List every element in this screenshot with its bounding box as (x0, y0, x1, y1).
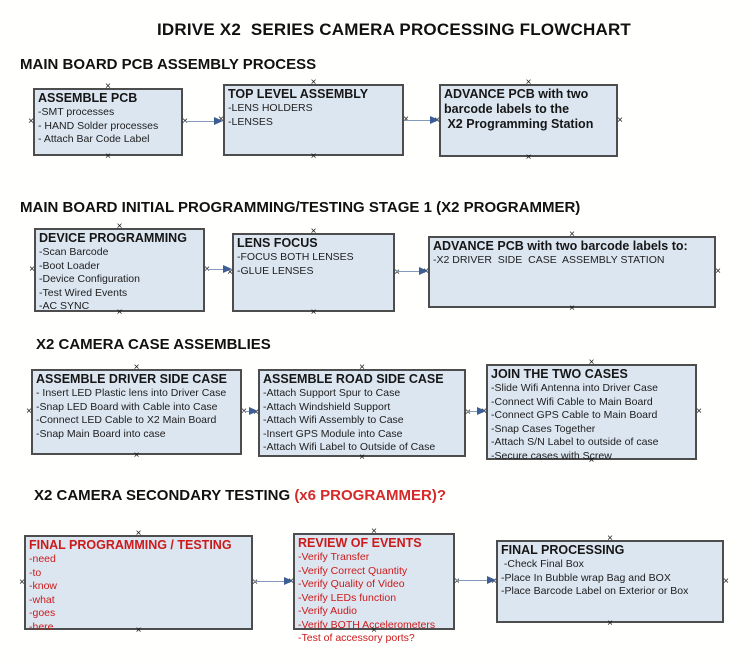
connection-point-icon (115, 308, 125, 318)
arrowhead-icon (284, 577, 293, 585)
box-device-programming: DEVICE PROGRAMMING -Scan Barcode -Boot L… (34, 228, 205, 312)
connection-point-icon (713, 267, 723, 277)
connection-point-icon (132, 451, 142, 461)
connector-line (396, 271, 421, 272)
section-heading-pcb-assembly: MAIN BOARD PCB ASSEMBLY PROCESS (20, 56, 317, 73)
connection-point-icon (615, 116, 625, 126)
arrowhead-icon (223, 265, 232, 273)
connection-point-icon (309, 152, 319, 162)
box-title: ASSEMBLE PCB (38, 91, 138, 105)
connection-point-icon (309, 78, 319, 88)
box-final-processing: FINAL PROCESSING -Check Final Box -Place… (496, 540, 724, 623)
connection-point-icon (587, 456, 597, 466)
connection-point-icon (524, 153, 534, 163)
connection-point-icon (309, 308, 319, 318)
box-lines: -SMT processes - HAND Solder processes -… (38, 106, 159, 145)
connection-point-icon (103, 82, 113, 92)
connection-point-icon (721, 577, 731, 587)
box-review-of-events: REVIEW OF EVENTS -Verify Transfer -Verif… (293, 533, 455, 644)
box-lines: -Check Final Box -Place In Bubble wrap B… (501, 558, 689, 597)
connection-point-icon (605, 534, 615, 544)
box-lines: - Insert LED Plastic lens into Driver Ca… (36, 387, 227, 440)
section-heading-case-assemblies: X2 CAMERA CASE ASSEMBLIES (36, 336, 271, 353)
box-title: TOP LEVEL ASSEMBLY (228, 87, 369, 101)
connection-point-icon (24, 407, 34, 417)
connection-point-icon (567, 304, 577, 314)
box-final-programming-testing: FINAL PROGRAMMING / TESTING -need -to -k… (24, 535, 253, 633)
box-title: LENS FOCUS (237, 236, 318, 250)
box-title: ASSEMBLE ROAD SIDE CASE (263, 372, 444, 386)
connector-line (254, 581, 286, 582)
box-assemble-driver-side-case: ASSEMBLE DRIVER SIDE CASE - Insert LED P… (31, 369, 242, 455)
connection-point-icon (17, 578, 27, 588)
box-join-the-two-cases: JOIN THE TWO CASES -Slide Wifi Antenna i… (486, 364, 697, 462)
connection-point-icon (463, 408, 473, 418)
box-lines: -FOCUS BOTH LENSES -GLUE LENSES (237, 251, 354, 277)
connection-point-icon (202, 265, 212, 275)
box-assemble-pcb: ASSEMBLE PCB -SMT processes - HAND Solde… (33, 88, 183, 156)
connection-point-icon (26, 117, 36, 127)
connection-point-icon (132, 363, 142, 373)
connection-point-icon (239, 407, 249, 417)
connection-point-icon (27, 265, 37, 275)
connector-line (467, 411, 479, 412)
box-lines: -Slide Wifi Antenna into Driver Case -Co… (491, 382, 659, 462)
arrowhead-icon (477, 407, 486, 415)
connection-point-icon (369, 527, 379, 537)
section-heading-secondary-testing: X2 CAMERA SECONDARY TESTING (x6 PROGRAMM… (34, 487, 446, 504)
connection-point-icon (103, 152, 113, 162)
connection-point-icon (115, 222, 125, 232)
box-lines: -X2 DRIVER SIDE CASE ASSEMBLY STATION (433, 254, 665, 266)
box-advance-pcb-programming-station: ADVANCE PCB with two barcode labels to t… (439, 84, 618, 157)
section-heading-initial-programming: MAIN BOARD INITIAL PROGRAMMING/TESTING S… (20, 199, 581, 216)
arrowhead-icon (430, 116, 439, 124)
box-title: REVIEW OF EVENTS (298, 536, 422, 550)
connection-point-icon (605, 619, 615, 629)
connection-point-icon (250, 578, 260, 588)
connector-line (405, 120, 432, 121)
connection-point-icon (392, 268, 402, 278)
connector-line (206, 269, 225, 270)
connection-point-icon (180, 117, 190, 127)
box-lines: -Scan Barcode -Boot Loader -Device Confi… (39, 246, 140, 312)
box-title: DEVICE PROGRAMMING (39, 231, 187, 245)
connector-line (243, 411, 251, 412)
arrowhead-icon (249, 407, 258, 415)
connection-point-icon (134, 626, 144, 636)
box-lines: -Verify Transfer -Verify Correct Quantit… (298, 551, 436, 644)
connection-point-icon (357, 453, 367, 463)
connection-point-icon (587, 358, 597, 368)
box-title: FINAL PROCESSING (501, 543, 625, 557)
box-assemble-road-side-case: ASSEMBLE ROAD SIDE CASE -Attach Support … (258, 369, 466, 457)
page-title: IDRIVE X2 SERIES CAMERA PROCESSING FLOWC… (156, 20, 632, 39)
heading-red-part: (x6 PROGRAMMER)? (294, 487, 446, 504)
connection-point-icon (357, 363, 367, 373)
box-title: ASSEMBLE DRIVER SIDE CASE (36, 372, 228, 386)
connection-point-icon (369, 626, 379, 636)
box-title: ADVANCE PCB with two barcode labels to t… (444, 87, 594, 131)
connection-point-icon (452, 577, 462, 587)
connector-line (456, 580, 489, 581)
connection-point-icon (524, 78, 534, 88)
box-title: ADVANCE PCB with two barcode labels to: (433, 239, 688, 253)
connection-point-icon (309, 227, 319, 237)
box-lines: -Attach Support Spur to Case -Attach Win… (263, 387, 436, 453)
box-advance-pcb-driver-side-station: ADVANCE PCB with two barcode labels to: … (428, 236, 716, 308)
arrowhead-icon (419, 267, 428, 275)
box-lens-focus: LENS FOCUS -FOCUS BOTH LENSES -GLUE LENS… (232, 233, 395, 312)
connector-line (184, 121, 216, 122)
box-title: JOIN THE TWO CASES (491, 367, 628, 381)
box-lines: -need -to -know -what -goes -here (29, 553, 58, 633)
connection-point-icon (694, 407, 704, 417)
arrowhead-icon (487, 576, 496, 584)
connection-point-icon (134, 529, 144, 539)
arrowhead-icon (214, 117, 223, 125)
box-lines: -LENS HOLDERS -LENSES (228, 102, 313, 128)
box-title: FINAL PROGRAMMING / TESTING (29, 538, 232, 552)
heading-black-part: X2 CAMERA SECONDARY TESTING (34, 487, 295, 504)
box-top-level-assembly: TOP LEVEL ASSEMBLY -LENS HOLDERS -LENSES (223, 84, 404, 156)
connection-point-icon (567, 230, 577, 240)
